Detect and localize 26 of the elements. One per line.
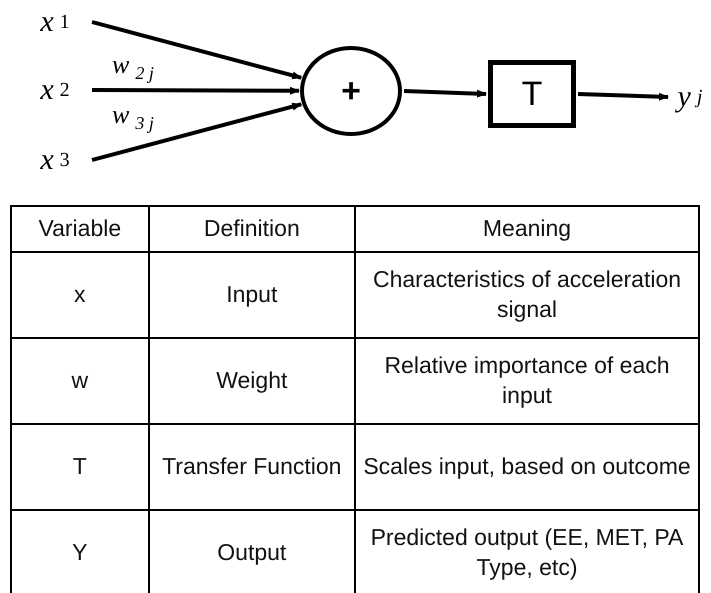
weight-label: w$_{2 j}$ bbox=[112, 50, 154, 84]
column-header: Variable bbox=[38, 215, 122, 242]
arrow bbox=[91, 102, 302, 162]
plus-sign: + bbox=[341, 72, 361, 110]
transfer-box bbox=[488, 60, 576, 128]
table-cell-text: Relative importance of each input bbox=[384, 352, 670, 408]
arrow bbox=[578, 92, 669, 101]
transfer-symbol: T bbox=[522, 74, 542, 114]
table-cell-text: Transfer Function bbox=[162, 453, 342, 480]
table-cell-text: Weight bbox=[216, 367, 288, 394]
table-cell-text: Predicted output (EE, MET, PA Type, etc) bbox=[370, 524, 684, 580]
arrow bbox=[404, 89, 487, 98]
table-cell-text: Y bbox=[72, 539, 88, 566]
table-cell-text: T bbox=[72, 453, 87, 480]
table-cell-text: Characteristics of acceleration signal bbox=[372, 266, 682, 322]
column-header: Definition bbox=[204, 215, 300, 242]
arrow bbox=[91, 20, 302, 80]
table-cell-text: Scales input, based on outcome bbox=[363, 453, 691, 480]
arrow bbox=[92, 86, 300, 95]
weight-label: w$_{3 j}$ bbox=[112, 100, 154, 134]
summation-circle bbox=[300, 46, 402, 136]
table-cell-text: Output bbox=[217, 539, 286, 566]
table-cell-text: w bbox=[71, 367, 88, 394]
table-cell-text: x bbox=[74, 281, 86, 308]
table-cell-text: Input bbox=[226, 281, 278, 308]
column-header: Meaning bbox=[482, 215, 572, 242]
